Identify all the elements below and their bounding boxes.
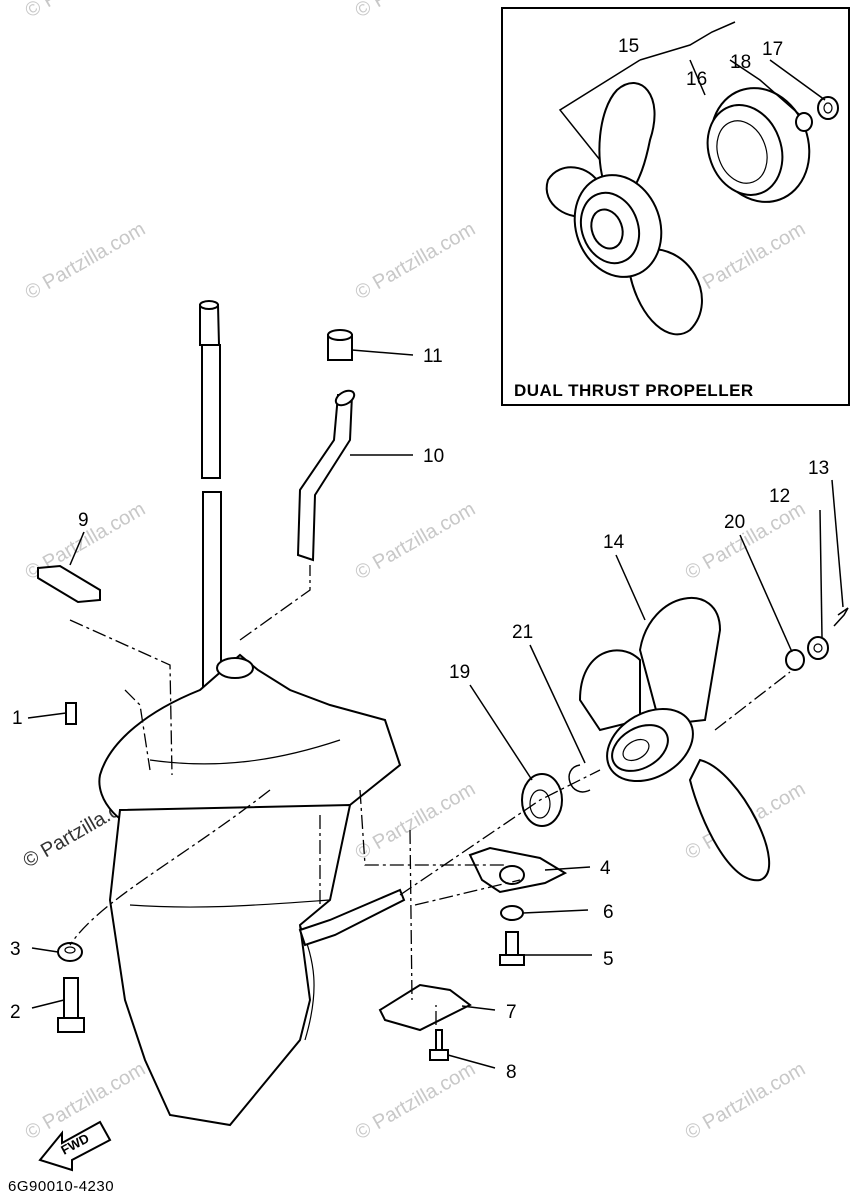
watermark: © Partzilla.com (22, 0, 150, 22)
watermark: © Partzilla.com (352, 778, 480, 864)
inset-title: DUAL THRUST PROPELLER (514, 381, 754, 400)
inset-propeller-drawing (545, 82, 839, 336)
screw-8 (429, 1029, 449, 1061)
washer-6 (500, 905, 524, 921)
grommet-11 (327, 329, 353, 361)
watermark: © Partzilla.com (352, 0, 480, 22)
inset-leader-lines (558, 21, 826, 161)
bolt-5 (499, 931, 525, 966)
diagram-code: 6G90010-4230 (8, 1178, 114, 1195)
watermark: © Partzilla.com (22, 218, 150, 304)
main-propeller-14 (578, 596, 771, 882)
cotter-pin-13 (833, 607, 849, 627)
callout-1: 1 (12, 708, 23, 729)
callout-12: 12 (769, 486, 790, 507)
callout-labels: 1 2 3 4 5 6 7 8 9 10 11 12 13 14 19 20 2… (10, 346, 829, 1083)
pin-1 (65, 702, 77, 725)
lower-casing (98, 653, 402, 1127)
circlip-21 (568, 764, 591, 793)
callout-18: 18 (730, 52, 751, 73)
inset-frame (501, 7, 850, 406)
callout-5: 5 (603, 949, 614, 970)
callout-2: 2 (10, 1002, 21, 1023)
drive-shaft (199, 300, 222, 691)
alignment-lines (69, 565, 791, 1025)
callout-9: 9 (78, 510, 89, 531)
callout-15: 15 (618, 36, 639, 57)
dual-thrust-inset: 15 16 17 18 DUAL THRUST PROPELLER (501, 7, 850, 406)
callout-17: 17 (762, 39, 783, 60)
thrust-washer-19 (521, 773, 563, 827)
plate-9 (37, 564, 101, 604)
callout-6: 6 (603, 902, 614, 923)
callout-11: 11 (423, 346, 443, 367)
callout-8: 8 (506, 1062, 517, 1083)
bolt-2 (57, 977, 85, 1033)
callout-16: 16 (686, 69, 707, 90)
propeller-shaft (298, 888, 406, 947)
callout-3: 3 (10, 939, 21, 960)
nut-12 (807, 636, 829, 660)
anode-7 (378, 983, 472, 1032)
callout-14: 14 (603, 532, 625, 553)
callout-19: 19 (449, 662, 470, 683)
watermark: © Partzilla.com (352, 498, 480, 584)
leader-lines (27, 349, 844, 1069)
callout-7: 7 (506, 1002, 517, 1023)
callout-4: 4 (600, 858, 611, 879)
watermark: © Partzilla.com (682, 498, 810, 584)
watermark: © Partzilla.com (352, 1058, 480, 1144)
watermark: © Partzilla.com (682, 1058, 810, 1144)
callout-21: 21 (512, 622, 533, 643)
spacer-20 (785, 649, 805, 671)
callout-10: 10 (423, 446, 444, 467)
callout-20: 20 (724, 512, 745, 533)
washer-3 (57, 942, 83, 962)
watermark: © Partzilla.com (352, 218, 480, 304)
anode-4 (468, 846, 568, 894)
water-tube-10 (296, 389, 356, 562)
callout-13: 13 (808, 458, 829, 479)
